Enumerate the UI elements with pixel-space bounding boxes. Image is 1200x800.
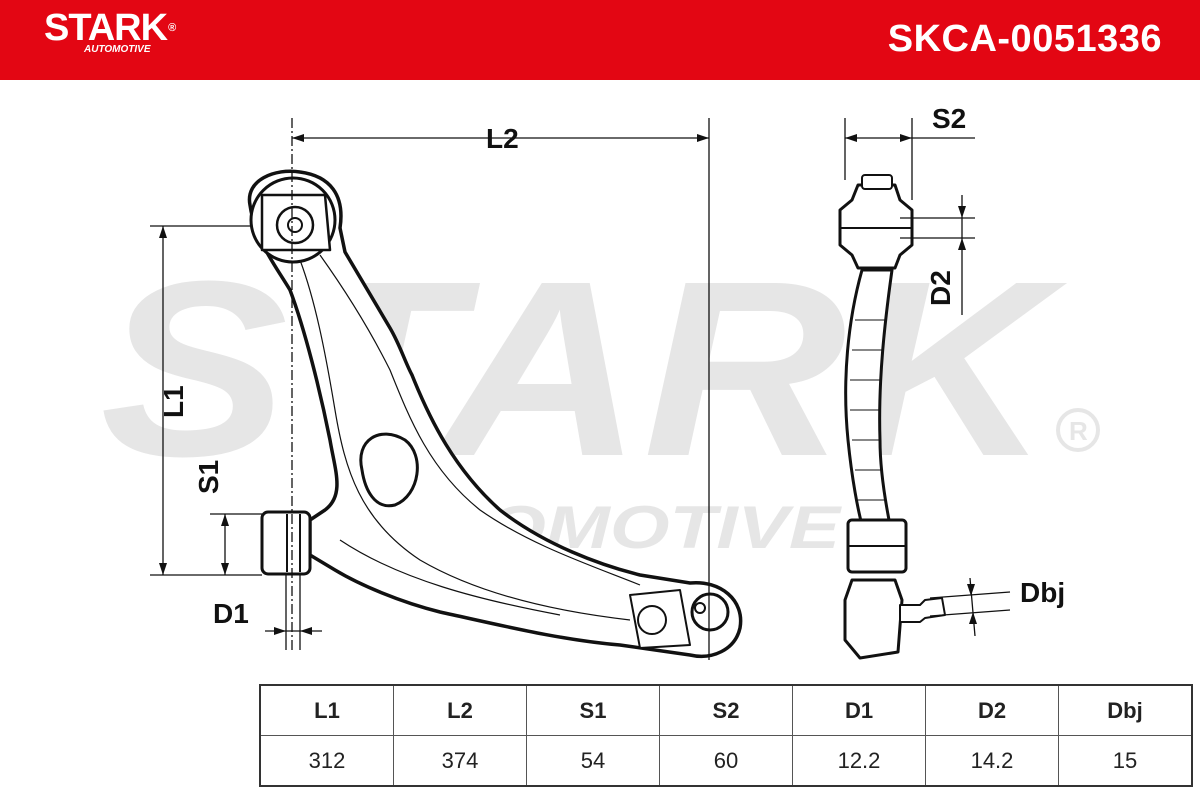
- s2-arrow-right: [900, 134, 912, 142]
- logo-brand: STARK: [44, 7, 168, 49]
- label-s2: S2: [932, 103, 966, 134]
- side-top-cap: [861, 174, 893, 190]
- table-header-cell: D1: [792, 684, 926, 736]
- s1-arrow-top: [221, 514, 229, 526]
- d1-arrow-right: [300, 627, 312, 635]
- dimension-lines: [150, 118, 1011, 660]
- rear-bushing-bore: [287, 217, 303, 233]
- table-cell: 15: [1058, 735, 1193, 787]
- l1-arrow-top: [159, 226, 167, 238]
- side-ball-stud: [899, 597, 946, 623]
- arm-outline: [247, 169, 743, 658]
- dbj-ext-bottom: [929, 609, 1011, 617]
- s2-arrow-left: [845, 134, 857, 142]
- dbj-ext-top: [929, 591, 1011, 599]
- table-header-cell: Dbj: [1058, 684, 1193, 736]
- side-arm-ribs: [850, 319, 885, 501]
- table-cell: 312: [259, 735, 394, 787]
- label-l1: L1: [158, 385, 189, 418]
- arm-inner-rib-2: [319, 254, 641, 586]
- ball-joint-boss: [637, 605, 667, 635]
- s1-arrow-bottom: [221, 563, 229, 575]
- side-top-bushing: [838, 183, 914, 270]
- table-header-cell: L2: [393, 684, 527, 736]
- l2-arrow-right: [697, 134, 709, 142]
- d2-arrow-bottom: [958, 238, 966, 250]
- table-cell: 12.2: [792, 735, 926, 787]
- table-header-cell: S1: [526, 684, 660, 736]
- watermark-registered-icon: [1056, 408, 1100, 452]
- label-d2: D2: [925, 270, 956, 306]
- table-row: 312 374 54 60 12.2 14.2 15: [259, 735, 1193, 787]
- table-cell: 374: [393, 735, 527, 787]
- l2-arrow-left: [292, 134, 304, 142]
- label-dbj: Dbj: [1020, 577, 1065, 608]
- table-header-row: L1 L2 S1 S2 D1 D2 Dbj: [259, 684, 1193, 736]
- label-l2: L2: [486, 123, 519, 154]
- label-s1: S1: [193, 460, 224, 494]
- table-header-cell: S2: [659, 684, 793, 736]
- dimension-arrows: [159, 134, 977, 635]
- dbj-arrow-bottom: [969, 612, 977, 624]
- registered-icon: ®: [168, 22, 176, 34]
- d1-arrow-left: [274, 627, 286, 635]
- side-ball-joint: [843, 578, 904, 660]
- side-view: [838, 174, 946, 660]
- label-d1: D1: [213, 598, 249, 629]
- dbj-arrow-top: [967, 584, 975, 596]
- lightening-hole: [359, 432, 419, 508]
- watermark: STARK AUTOMOTIVE R: [100, 229, 1100, 561]
- table-cell: 54: [526, 735, 660, 787]
- table-cell: 60: [659, 735, 793, 787]
- logo-subtitle: AUTOMOTIVE: [84, 44, 151, 55]
- ball-joint-center: [694, 602, 706, 614]
- table-cell: 14.2: [925, 735, 1059, 787]
- watermark-brand: STARK: [100, 229, 1067, 508]
- d2-arrow-top: [958, 206, 966, 218]
- watermark-registered-r: R: [1069, 416, 1088, 446]
- dimension-text: L2 L1 S1 D1 S2 D2 Dbj: [158, 103, 1065, 629]
- header-bar: STARK® AUTOMOTIVE SKCA-0051336: [0, 0, 1200, 80]
- arm-inner-rib-3: [339, 539, 561, 616]
- control-arm-diagram: STARK AUTOMOTIVE R: [100, 103, 1100, 660]
- stark-logo: STARK® AUTOMOTIVE: [44, 7, 176, 55]
- part-number: SKCA-0051336: [887, 18, 1162, 60]
- table-header-cell: L1: [259, 684, 394, 736]
- dimensions-table: L1 L2 S1 S2 D1 D2 Dbj 312 374 54 60 12.2…: [259, 684, 1193, 787]
- table-header-cell: D2: [925, 684, 1059, 736]
- l1-arrow-bottom: [159, 563, 167, 575]
- arm-inner-rib: [299, 259, 631, 621]
